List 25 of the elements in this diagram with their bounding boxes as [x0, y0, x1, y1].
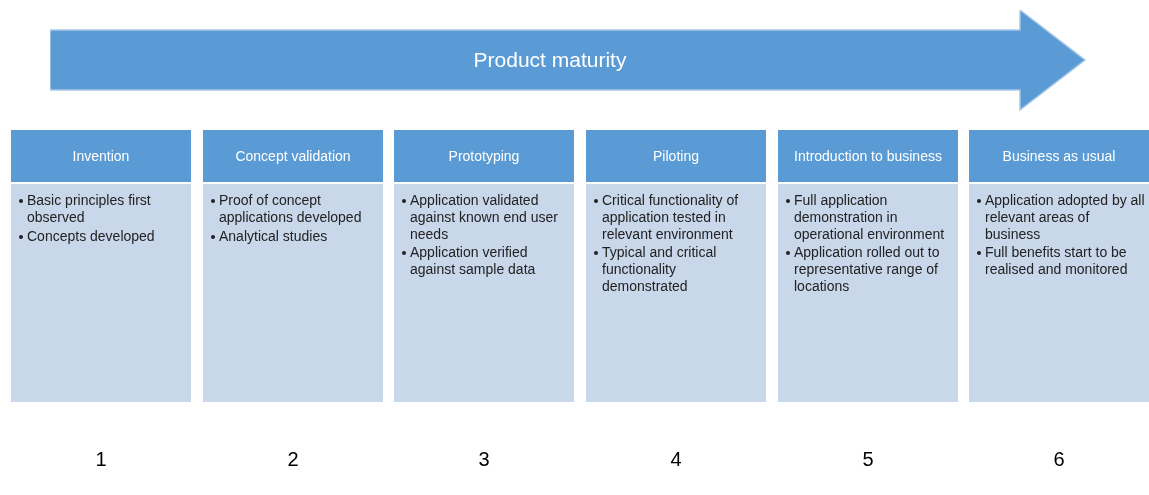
stage-number: 1 — [94, 448, 108, 471]
stage-heading: Piloting — [586, 130, 766, 182]
stage-heading: Concept validation — [203, 130, 383, 182]
stage-heading: Invention — [11, 130, 191, 182]
bullet-text: Application adopted by all relevant areas of business — [985, 192, 1146, 243]
bullet-text: Application validated against known end user needs — [410, 192, 559, 243]
bullet-text: Proof of concept applications developed — [219, 192, 363, 226]
stage-number: 4 — [669, 448, 683, 471]
stage-number: 6 — [1052, 448, 1066, 471]
bullet-text: Critical functionality of application tested in relevant environment — [602, 192, 740, 243]
bullet-text: Full application demonstration in operational environment — [794, 192, 946, 243]
bullet-text: Basic principles first observed — [27, 192, 152, 226]
bullet-text: Application verified against sample data — [410, 244, 537, 278]
bullet-text: Typical and critical functionality demonstrated — [602, 244, 718, 295]
bullet-text: Full benefits start to be realised and monitored — [985, 244, 1129, 278]
bullet-text: Analytical studies — [219, 227, 329, 245]
arrow-label: Product maturity — [472, 48, 628, 72]
stage-heading: Business as usual — [969, 130, 1149, 182]
bullet-text: Application rolled out to representative range of locations — [794, 244, 941, 295]
bullet-text: Concepts developed — [27, 227, 156, 245]
stage-heading: Prototyping — [394, 130, 574, 182]
stage-number: 2 — [286, 448, 300, 471]
stage-number: 5 — [861, 448, 875, 471]
stage-number: 3 — [477, 448, 491, 471]
stage-heading: Introduction to business — [778, 130, 958, 182]
